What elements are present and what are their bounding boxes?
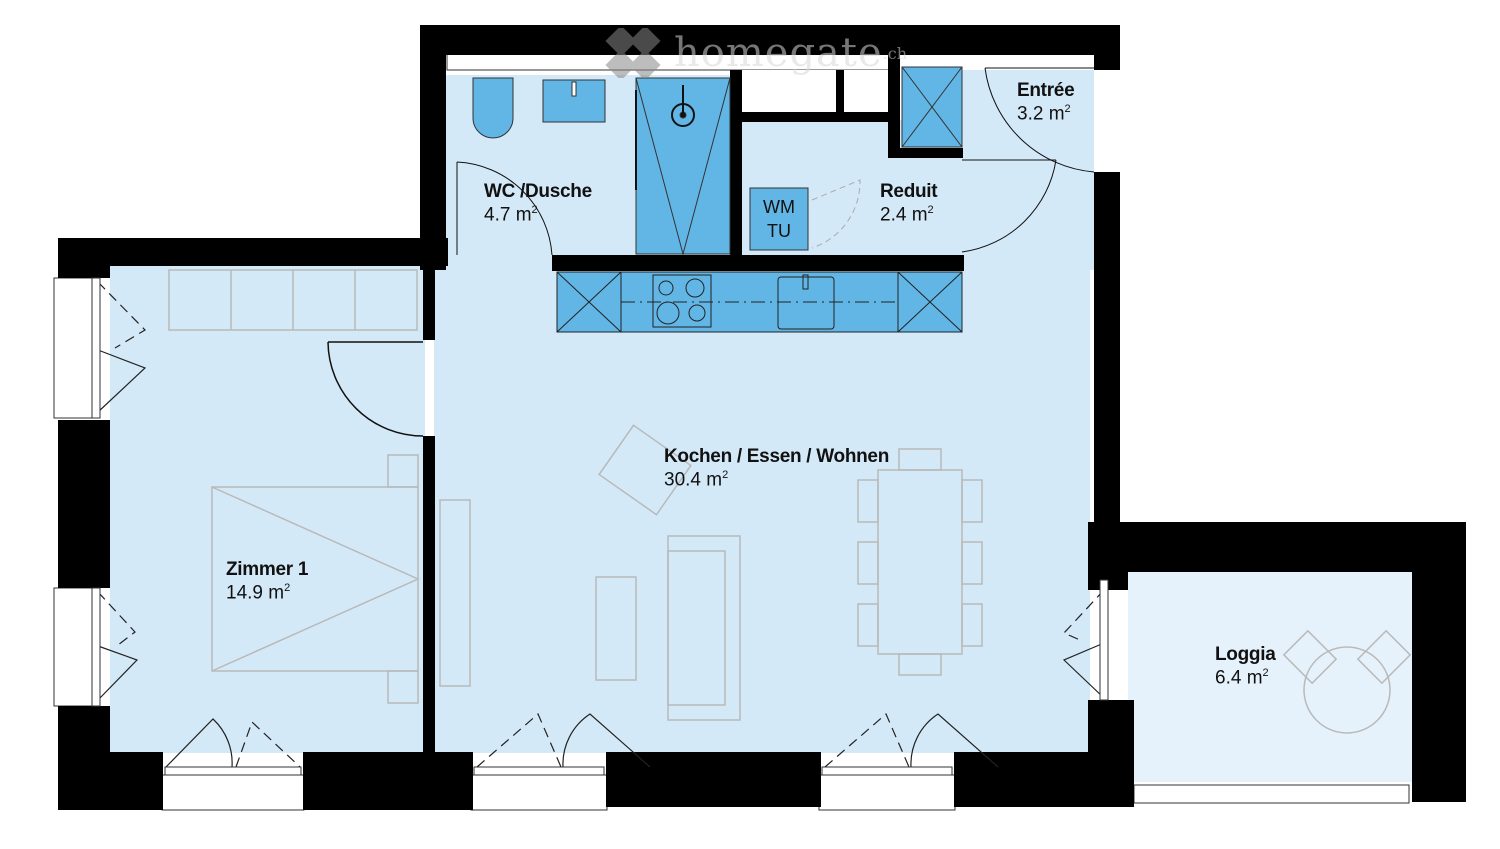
- window-frames: [91, 277, 1109, 776]
- floor-entree: [962, 70, 1094, 175]
- homegate-logo-icon: [605, 28, 661, 78]
- cooktop-icon: [652, 274, 712, 328]
- room-area: 3.2 m2: [1017, 102, 1071, 125]
- room-label-entree: Entrée 3.2 m2: [1017, 80, 1075, 126]
- nightstand-2: [387, 670, 419, 704]
- washer-dryer-box: [749, 187, 809, 251]
- walls: [58, 25, 1466, 810]
- bathroom-fixtures: [456, 77, 731, 256]
- windows: [53, 53, 1410, 811]
- room-area: 30.4 m2: [664, 468, 729, 491]
- window-wohnen-bottom-2: [818, 774, 956, 811]
- room-name: WC /Dusche: [484, 181, 592, 202]
- washer-dryer-label: WM TU: [763, 197, 795, 241]
- door-arc-entree: [984, 67, 1095, 173]
- entry-fixtures: [749, 66, 1095, 253]
- nightstand-1: [387, 454, 419, 488]
- bedroom-furniture: [168, 269, 424, 704]
- room-area: 4.7 m2: [484, 203, 538, 226]
- floor-corridor: [962, 175, 1094, 270]
- watermark-brand: homegate: [674, 30, 883, 76]
- room-label-reduit: Reduit 2.4 m2: [880, 181, 938, 227]
- door-arc-reduit: [961, 159, 1057, 253]
- room-name: Reduit: [880, 181, 938, 202]
- window-loggia: [1133, 784, 1410, 804]
- loggia-furniture: [1282, 629, 1412, 734]
- room-area: 14.9 m2: [226, 581, 291, 604]
- room-label-loggia: Loggia 6.4 m2: [1215, 644, 1276, 690]
- kitchen-counter: [556, 271, 963, 333]
- room-name: Kochen / Essen / Wohnen: [664, 446, 890, 467]
- room-name: Loggia: [1215, 644, 1276, 665]
- room-label-zimmer: Zimmer 1 14.9 m2: [226, 559, 308, 605]
- floor-wohnen: [434, 260, 1090, 753]
- kitchen-sink-icon: [777, 276, 835, 330]
- room-area: 2.4 m2: [880, 203, 934, 226]
- window-wohnen-bottom-1: [470, 774, 608, 811]
- window-zimmer-left-2: [53, 587, 93, 707]
- sideboard: [439, 499, 471, 687]
- watermark-suffix: .ch: [882, 43, 908, 63]
- toilet-icon: [472, 77, 514, 139]
- homegate-watermark: homegate.ch: [598, 28, 907, 78]
- room-name: Zimmer 1: [226, 559, 309, 580]
- room-label-wc: WC /Dusche 4.7 m2: [484, 181, 592, 227]
- window-zimmer-left-1: [53, 277, 93, 419]
- floor-zimmer: [110, 265, 425, 753]
- door-arc-zimmer: [327, 341, 424, 437]
- armchair: [598, 424, 692, 516]
- room-label-wohnen: Kochen / Essen / Wohnen 30.4 m2: [664, 446, 889, 492]
- living-furniture: [439, 424, 983, 721]
- coffee-table: [595, 576, 637, 681]
- door-arc-wc: [456, 161, 553, 256]
- window-swings: [97, 281, 1105, 768]
- window-zimmer-bottom: [161, 774, 305, 811]
- round-table: [1303, 646, 1391, 734]
- room-name: Entrée: [1017, 80, 1075, 101]
- room-area: 6.4 m2: [1215, 666, 1269, 689]
- floor-loggia: [1128, 572, 1413, 782]
